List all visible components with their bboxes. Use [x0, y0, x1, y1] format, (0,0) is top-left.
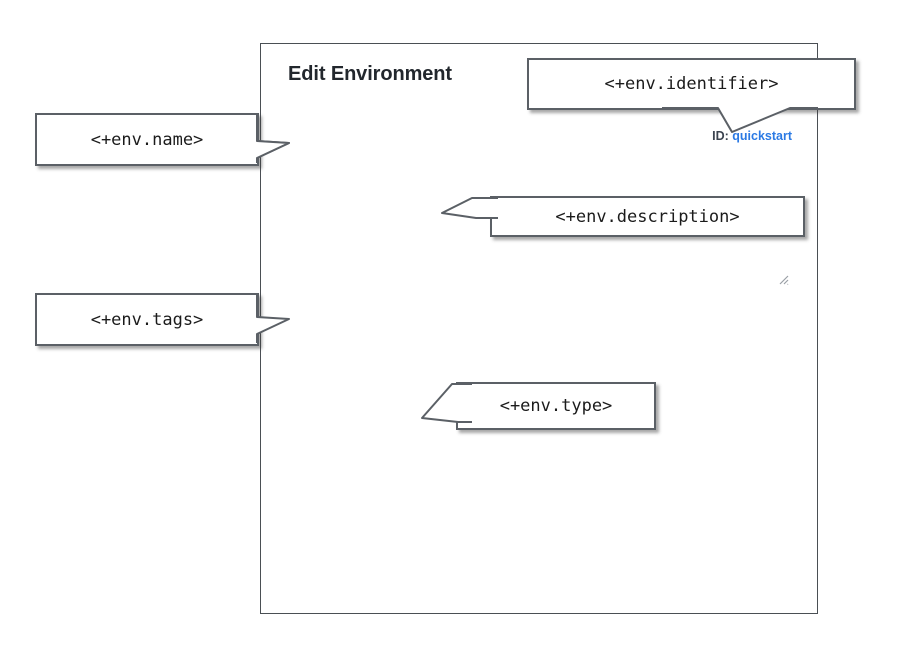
annotation-label: <+env.description> [555, 206, 740, 227]
edit-environment-panel: Edit Environment [260, 43, 818, 614]
annotation-env-description: <+env.description> [490, 196, 805, 237]
annotation-env-name-tail [256, 115, 290, 163]
annotation-env-description-tail [441, 197, 498, 219]
annotation-env-type-tail [421, 383, 472, 423]
annotation-env-identifier: <+env.identifier> [527, 58, 856, 110]
identifier-key-label: ID: [712, 129, 729, 143]
annotation-label: <+env.identifier> [604, 74, 779, 94]
identifier-value-link[interactable]: quickstart [732, 129, 792, 143]
annotation-env-identifier-tail [662, 107, 818, 133]
annotation-label: <+env.tags> [90, 309, 204, 330]
annotation-label: <+env.name> [90, 129, 204, 150]
annotation-label: <+env.type> [499, 396, 613, 416]
annotation-env-tags: <+env.tags> [35, 293, 259, 346]
environment-identifier-row: ID: quickstart [712, 129, 792, 143]
page-title: Edit Environment [288, 63, 452, 85]
annotation-env-tags-tail [256, 295, 290, 343]
annotation-env-type: <+env.type> [456, 382, 656, 430]
annotation-env-name: <+env.name> [35, 113, 259, 166]
